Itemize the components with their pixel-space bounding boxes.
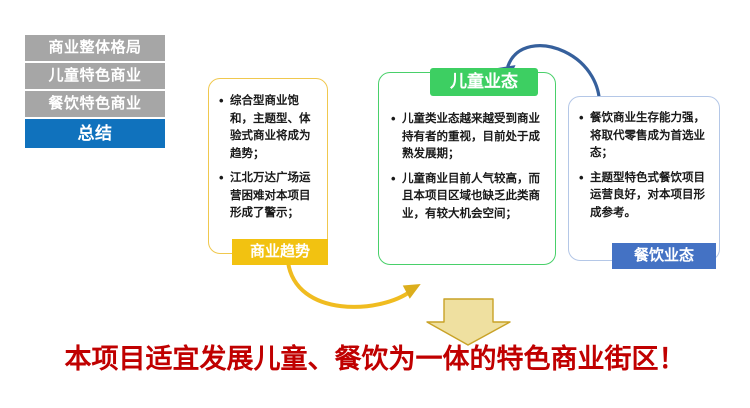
business-trend-box: 综合型商业饱和，主题型、体验式商业将成为趋势； 江北万达广场运营困难对本项目形成…	[208, 78, 328, 254]
food-format-box: 餐饮商业生存能力强，将取代零售成为首选业态； 主题型特色式餐饮项目运营良好，对本…	[568, 96, 720, 261]
conclusion-headline: 本项目适宜发展儿童、餐饮为一体的特色商业街区！	[64, 344, 686, 374]
list-item: 综合型商业饱和，主题型、体验式商业将成为趋势；	[219, 92, 319, 163]
kids-format-bullets: 儿童类业态越来越受到商业持有者的重视，目前处于成熟发展期； 儿童商业目前人气较高…	[379, 73, 555, 223]
business-trend-bullets: 综合型商业饱和，主题型、体验式商业将成为趋势； 江北万达广场运营困难对本项目形成…	[209, 79, 327, 223]
list-item: 儿童类业态越来越受到商业持有者的重视，目前处于成熟发展期；	[391, 110, 547, 164]
sidebar-item-overall-layout[interactable]: 商业整体格局	[25, 35, 165, 61]
food-format-bullets: 餐饮商业生存能力强，将取代零售成为首选业态； 主题型特色式餐饮项目运营良好，对本…	[569, 97, 719, 222]
sidebar-item-food-retail[interactable]: 餐饮特色商业	[25, 91, 165, 117]
list-item: 儿童商业目前人气较高，而且本项目区域也缺乏此类商业，有较大机会空间；	[391, 170, 547, 224]
yellow-curved-connector	[286, 260, 413, 309]
yellow-arrowhead	[402, 284, 421, 299]
kids-format-tag: 儿童业态	[430, 68, 538, 96]
food-format-tag: 餐饮业态	[612, 243, 716, 269]
sidebar-item-kids-retail[interactable]: 儿童特色商业	[25, 63, 165, 89]
sidebar-nav: 商业整体格局 儿童特色商业 餐饮特色商业 总结	[25, 35, 165, 150]
sidebar-item-summary[interactable]: 总结	[25, 119, 165, 148]
list-item: 主题型特色式餐饮项目运营良好，对本项目形成参考。	[579, 169, 711, 223]
business-trend-tag: 商业趋势	[232, 239, 328, 265]
list-item: 餐饮商业生存能力强，将取代零售成为首选业态；	[579, 109, 711, 163]
list-item: 江北万达广场运营困难对本项目形成了警示；	[219, 169, 319, 223]
kids-format-box: 儿童类业态越来越受到商业持有者的重视，目前处于成熟发展期； 儿童商业目前人气较高…	[378, 72, 556, 265]
